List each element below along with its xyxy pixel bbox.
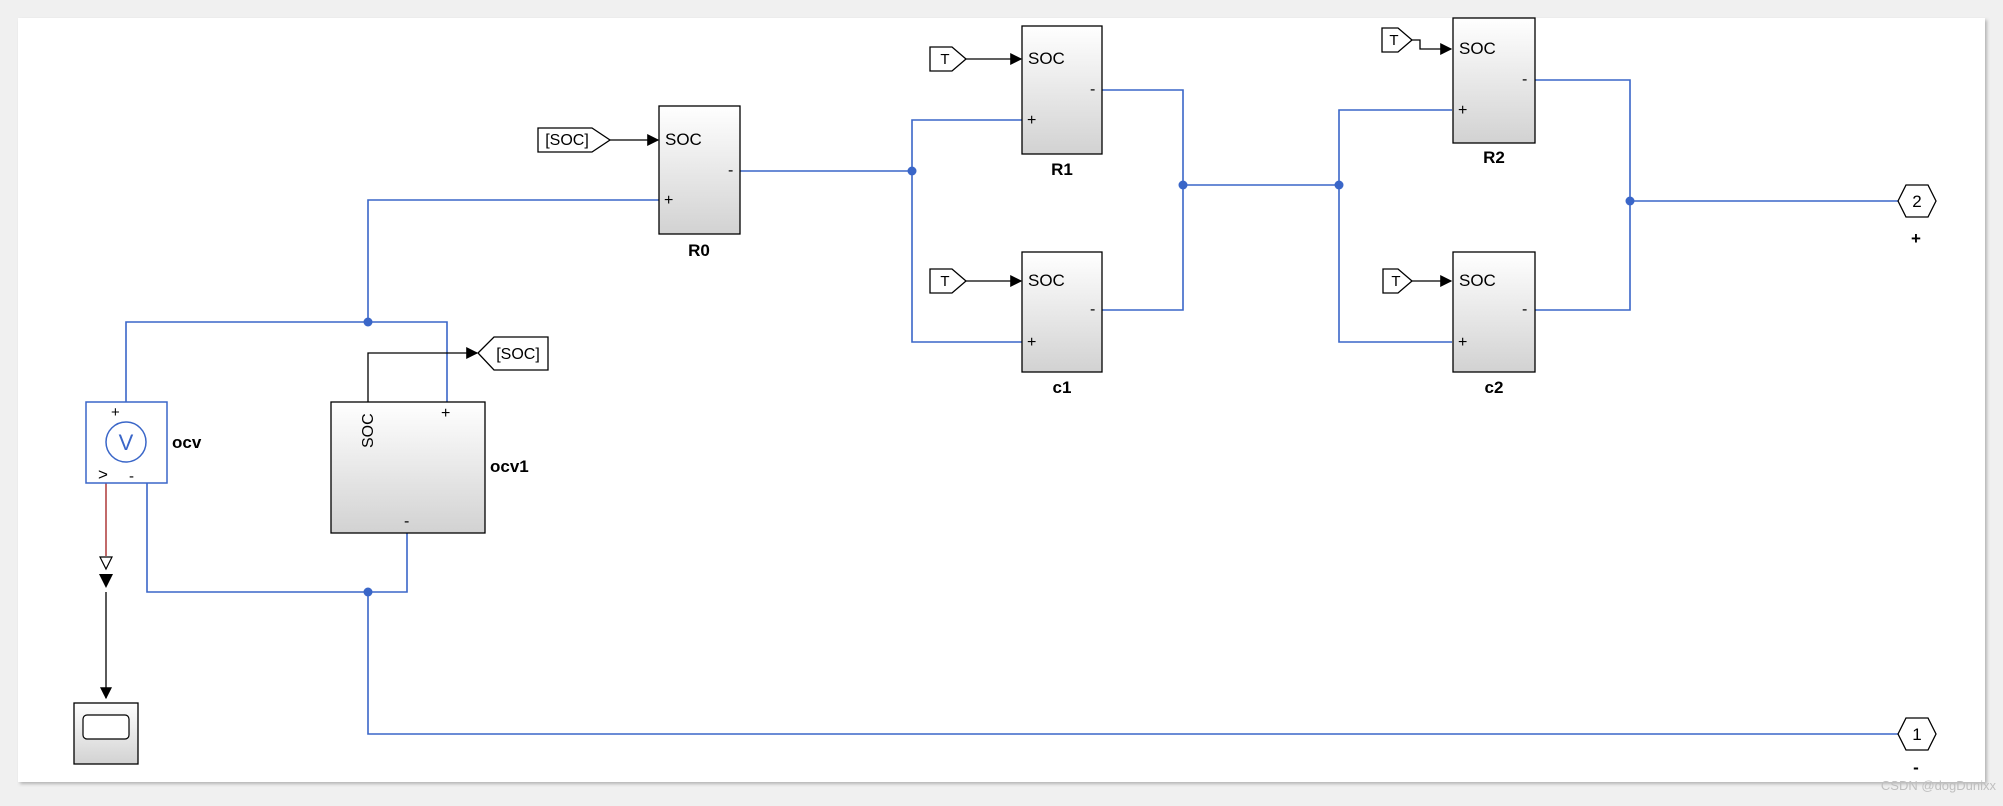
block-r2-port-minus: - (1522, 71, 1527, 88)
voltmeter-symbol: V (119, 430, 134, 455)
junction-dot (363, 317, 373, 327)
outport-1-label: - (1913, 758, 1919, 777)
sensor-port-plus: + (111, 404, 120, 421)
junction-dot (907, 166, 917, 176)
block-r2[interactable]: SOC + - R2 (1452, 17, 1536, 167)
watermark: CSDN @dogDunixx (1881, 778, 1997, 793)
block-r2-port-plus: + (1458, 102, 1467, 119)
outport-2-label: + (1911, 229, 1921, 248)
junction-dot (363, 587, 373, 597)
block-r1-name: R1 (1051, 160, 1073, 179)
block-ocv1-port-plus: + (441, 405, 450, 422)
signal-connections (100, 39, 1453, 700)
block-r1[interactable]: SOC + - R1 (1021, 25, 1103, 179)
block-r2-name: R2 (1483, 148, 1505, 167)
junction-dots (363, 166, 1635, 597)
block-c1-port-plus: + (1027, 334, 1036, 351)
junction-dot (1334, 180, 1344, 190)
voltmeter-icon (105, 421, 147, 463)
from-tag-t-r2-label: T (1389, 32, 1398, 49)
block-r2-port-soc: SOC (1459, 39, 1496, 58)
ps-to-simulink-icon[interactable] (99, 556, 113, 571)
signal-t-to-r2[interactable] (1411, 39, 1453, 55)
canvas-background (18, 18, 1985, 782)
block-ocv1-port-minus: - (404, 513, 409, 530)
outport-2[interactable]: 2 + (1897, 184, 1937, 248)
from-tag-t-c2[interactable]: T (1382, 268, 1413, 294)
block-c1-name: c1 (1053, 378, 1072, 397)
signal-ocv1-soc-to-goto[interactable] (367, 347, 479, 402)
from-tag-soc-label: [SOC] (545, 132, 589, 149)
wire-to-outport-1[interactable] (367, 592, 1898, 735)
scope-screen-icon (82, 714, 130, 740)
block-r1-port-minus: - (1090, 81, 1095, 98)
wire-to-r0-plus[interactable] (367, 199, 659, 322)
block-r0-port-minus: - (728, 162, 733, 179)
block-ocv1[interactable]: SOC + - ocv1 (330, 401, 529, 534)
outport-1[interactable]: 1 - (1897, 717, 1937, 777)
block-r1-port-soc: SOC (1028, 49, 1065, 68)
block-c2-port-plus: + (1458, 334, 1467, 351)
from-tag-t-r1-label: T (940, 51, 949, 68)
junction-dot (1178, 180, 1188, 190)
block-c1-port-minus: - (1090, 301, 1095, 318)
physical-connections (125, 79, 1898, 735)
block-r0[interactable]: SOC + - R0 (658, 105, 741, 260)
block-r0-name: R0 (688, 241, 710, 260)
wire-ocv-plus[interactable] (125, 321, 448, 412)
block-c1-port-soc: SOC (1028, 271, 1065, 290)
block-r1-port-plus: + (1027, 112, 1036, 129)
block-c2-port-soc: SOC (1459, 271, 1496, 290)
from-tag-t-c1[interactable]: T (929, 268, 967, 294)
block-r0-port-soc: SOC (665, 130, 702, 149)
goto-tag-soc-label: [SOC] (496, 346, 540, 363)
from-tag-t-c1-label: T (940, 273, 949, 290)
block-c1[interactable]: SOC + - c1 (1021, 251, 1103, 397)
sensor-port-minus: - (129, 468, 134, 485)
outport-1-number: 1 (1912, 725, 1921, 744)
ps-to-simulink-output-icon[interactable] (99, 574, 113, 588)
block-r0-port-plus: + (664, 192, 673, 209)
from-tag-t-r1[interactable]: T (929, 46, 967, 72)
voltage-sensor-ocv[interactable]: V + - > ocv (85, 401, 202, 485)
sensor-port-out: > (98, 465, 108, 484)
wire-r2c2-minus[interactable] (1535, 79, 1631, 311)
block-ocv1-name: ocv1 (490, 457, 529, 476)
block-c2-port-minus: - (1522, 301, 1527, 318)
scope-block[interactable] (73, 702, 139, 765)
wire-r1c1-minus[interactable] (1102, 89, 1184, 311)
sensor-name: ocv (172, 433, 202, 452)
wire-r2c2-plus[interactable] (1338, 109, 1452, 343)
wire-r1c1-plus[interactable] (911, 119, 1022, 343)
goto-tag-soc[interactable]: [SOC] (477, 336, 549, 371)
from-tag-t-r2[interactable]: T (1381, 27, 1413, 53)
block-c2-name: c2 (1485, 378, 1504, 397)
junction-dot (1625, 196, 1635, 206)
outport-2-number: 2 (1912, 192, 1921, 211)
block-c2[interactable]: SOC + - c2 (1452, 251, 1536, 397)
block-ocv1-port-soc: SOC (360, 413, 377, 448)
from-tag-t-c2-label: T (1391, 273, 1400, 290)
from-tag-soc[interactable]: [SOC] (537, 127, 612, 153)
